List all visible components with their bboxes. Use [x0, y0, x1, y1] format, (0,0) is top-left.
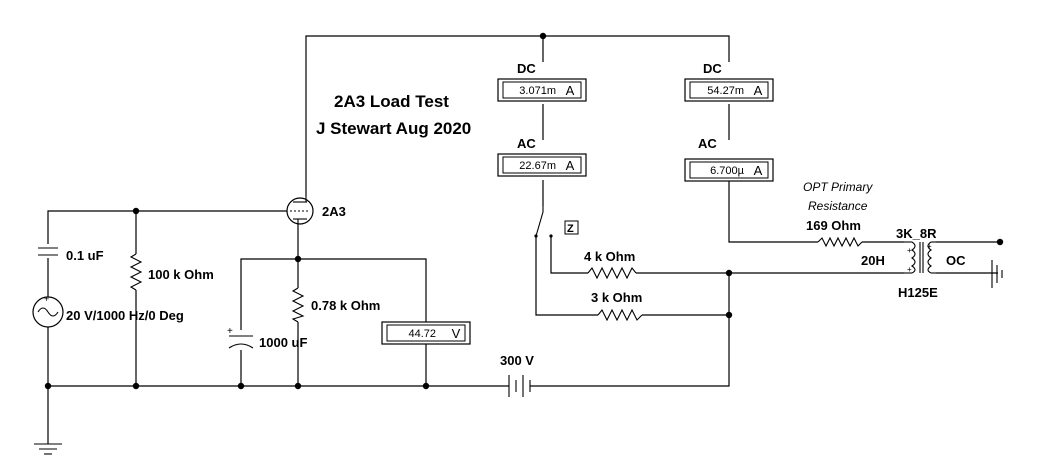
circuit-title: 2A3 Load Test: [334, 92, 449, 111]
cathode-resistor-label: 0.78 k Ohm: [311, 298, 380, 313]
volt-value: 44.72: [408, 328, 436, 340]
left-dc-ammeter: 3.071m A: [497, 78, 587, 102]
cathode-cap-label: 1000 uF: [259, 335, 307, 350]
ground-right-icon: [991, 260, 1003, 288]
cathode-voltmeter: 44.72 V: [381, 321, 471, 345]
right-dc-unit: A: [754, 83, 763, 98]
left-ac-ammeter: 22.67m A: [497, 153, 587, 177]
grid-resistor-label: 100 k Ohm: [148, 267, 214, 282]
right-dc-ammeter: 54.27m A: [684, 78, 774, 102]
coupling-cap-label: 0.1 uF: [66, 248, 104, 263]
coupling-capacitor-symbol: [38, 247, 58, 256]
source-label: 20 V/1000 Hz/0 Deg: [66, 308, 184, 323]
transformer-inductance-label: 20H: [861, 253, 885, 268]
right-ac-label: AC: [698, 136, 717, 151]
opt-resistor-label: 169 Ohm: [806, 218, 861, 233]
grid-resistor-symbol: [129, 253, 143, 291]
svg-text:+: +: [907, 246, 912, 255]
circuit-author: J Stewart Aug 2020: [316, 119, 471, 138]
right-ac-value: 6.700µ: [710, 165, 745, 177]
left-dc-label: DC: [517, 61, 536, 76]
transformer-oc-label: OC: [946, 253, 966, 268]
svg-text:+: +: [227, 326, 233, 337]
opt-note-line1: OPT Primary: [803, 180, 873, 194]
svg-text:+: +: [907, 265, 912, 274]
output-transformer-symbol: + + +: [904, 241, 936, 274]
right-ac-unit: A: [754, 163, 763, 178]
left-ac-unit: A: [566, 158, 575, 173]
opt-resistor-symbol: [817, 236, 863, 248]
tube-2a3-symbol: [286, 196, 314, 225]
cathode-capacitor-symbol: +: [227, 326, 254, 349]
load-resistor-3k-symbol: [597, 308, 643, 322]
ground-left-icon: [34, 443, 62, 455]
left-ac-label: AC: [517, 136, 536, 151]
switch-key-label: Z: [567, 223, 574, 235]
battery-symbol: [508, 375, 531, 397]
right-ac-ammeter: 6.700µ A: [684, 158, 774, 182]
cathode-resistor-symbol: [291, 287, 305, 323]
battery-label: 300 V: [500, 353, 534, 368]
left-dc-value: 3.071m: [519, 85, 556, 97]
opt-note-line2: Resistance: [808, 199, 868, 213]
transformer-ratio-label: 3K_8R: [896, 226, 937, 241]
left-dc-unit: A: [566, 83, 575, 98]
load-switch-symbol: [534, 206, 553, 238]
load-resistor-4k-label: 4 k Ohm: [584, 249, 635, 264]
junction-dots: [44, 32, 1004, 390]
right-dc-value: 54.27m: [707, 85, 744, 97]
transformer-model-label: H125E: [898, 285, 938, 300]
load-resistor-4k-symbol: [587, 266, 637, 280]
ac-source-symbol: +: [32, 294, 64, 328]
svg-text:+: +: [44, 294, 49, 304]
left-ac-value: 22.67m: [519, 160, 556, 172]
volt-unit: V: [452, 326, 461, 341]
tube-label: 2A3: [322, 204, 346, 219]
load-resistor-3k-label: 3 k Ohm: [591, 290, 642, 305]
right-dc-label: DC: [703, 61, 722, 76]
svg-text:+: +: [927, 242, 932, 251]
switch-key-box[interactable]: Z: [564, 220, 579, 235]
